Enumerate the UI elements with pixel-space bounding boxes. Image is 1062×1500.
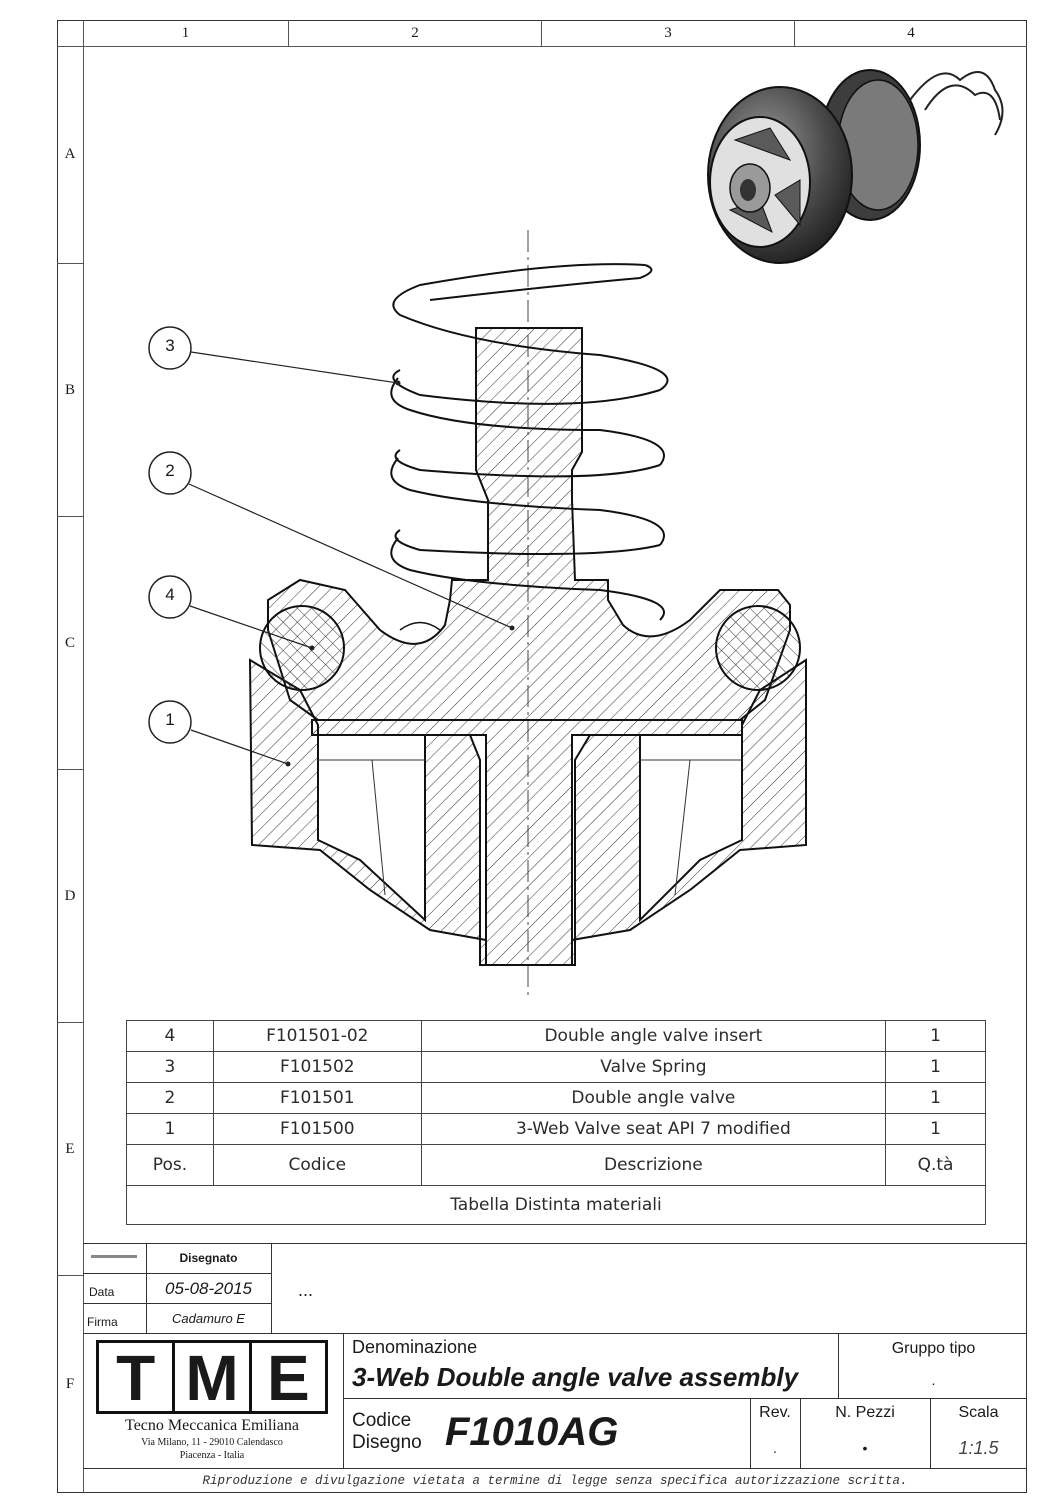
bom-code: F101500	[212, 1113, 422, 1145]
bom-qty: 1	[885, 1051, 986, 1083]
insert-left	[259, 605, 345, 691]
scale-value: 1:1.5	[958, 1438, 999, 1458]
company-address-1: Via Milano, 11 - 29010 Calendasco	[141, 1437, 283, 1448]
valve-section-drawing	[148, 69, 1004, 1000]
zone-col-4: 4	[907, 25, 915, 41]
bom-code: F101501	[212, 1082, 422, 1114]
bom-header-code: Codice	[212, 1144, 422, 1186]
table-row: 1 F101500 3-Web Valve seat API 7 modifie…	[126, 1113, 986, 1145]
group-label: Gruppo tipo	[891, 1340, 976, 1357]
drawn-line-icon	[91, 1255, 137, 1258]
company-logo: T M E	[96, 1340, 328, 1414]
divider-logo	[343, 1333, 344, 1468]
bom-header-qty: Q.tà	[885, 1144, 986, 1186]
bom-desc: Double angle valve insert	[420, 1020, 887, 1052]
zone-col-3: 3	[542, 20, 795, 46]
drawn-box: Disegnato Data 05-08-2015 Firma Cadamuro…	[83, 1243, 272, 1333]
zone-row-d: D	[57, 770, 83, 1023]
valve-seat-right	[571, 658, 807, 966]
divider-code-row	[343, 1398, 1027, 1399]
titleblock-mid-line	[83, 1333, 1027, 1334]
sign-label: Firma	[87, 1315, 118, 1329]
table-row: 4 F101501-02 Double angle valve insert 1	[126, 1020, 986, 1052]
bom-qty: 1	[885, 1113, 986, 1145]
drawing-frame	[57, 20, 1027, 1493]
bom-qty: 1	[885, 1082, 986, 1114]
logo-letter-m: M	[175, 1343, 252, 1413]
zone-left-divider	[83, 20, 84, 1493]
logo-letter-t: T	[99, 1343, 176, 1413]
zone-row-a: A	[57, 46, 83, 264]
valve-spring	[390, 263, 669, 621]
bom-desc: 3-Web Valve seat API 7 modified	[420, 1113, 887, 1145]
titleblock-bottom-line	[83, 1468, 1027, 1469]
bom-pos: 2	[126, 1082, 214, 1114]
zone-top-divider	[57, 46, 1027, 47]
bom-pos: 1	[126, 1113, 214, 1145]
rev-value: .	[773, 1440, 777, 1456]
valve-body	[267, 327, 791, 721]
drawing-code: F1010AG	[445, 1410, 619, 1454]
bom-code: F101501-02	[212, 1020, 422, 1052]
denomination-value: 3-Web Double angle valve assembly	[352, 1362, 799, 1392]
bom-desc: Double angle valve	[420, 1082, 887, 1114]
insert-right	[715, 605, 801, 691]
copyright-notice: Riproduzione e divulgazione vietata a te…	[202, 1474, 908, 1488]
divider-rev	[750, 1398, 751, 1468]
valve-stem-lower	[311, 719, 743, 966]
group-value: .	[931, 1372, 936, 1388]
bom-title-row: Tabella Distinta materiali	[126, 1185, 986, 1225]
balloon-4-label: 4	[165, 585, 175, 604]
bom-header-pos: Pos.	[126, 1144, 214, 1186]
valve-seat-left	[248, 658, 487, 966]
scale-label: Scala	[958, 1404, 999, 1421]
divider-group	[838, 1333, 839, 1398]
bom-header-row: Pos. Codice Descrizione Q.tà	[126, 1144, 986, 1186]
balloon-2-label: 2	[165, 461, 175, 480]
table-row: 3 F101502 Valve Spring 1	[126, 1051, 986, 1083]
denomination-label: Denominazione	[352, 1337, 478, 1357]
pieces-label: N. Pezzi	[835, 1404, 895, 1421]
ellipsis-note: ...	[298, 1280, 314, 1300]
bom-title: Tabella Distinta materiali	[126, 1185, 986, 1225]
pieces-value: •	[862, 1440, 868, 1456]
divider-scale	[930, 1398, 931, 1468]
balloon-2	[148, 451, 515, 631]
code-label-1: Codice	[352, 1410, 412, 1431]
bom-pos: 4	[126, 1020, 214, 1052]
zone-col-2: 2	[289, 20, 542, 46]
bom-code: F101502	[212, 1051, 422, 1083]
balloon-3-label: 3	[165, 336, 175, 355]
bom-qty: 1	[885, 1020, 986, 1052]
bom-header-desc: Descrizione	[420, 1144, 887, 1186]
titleblock-top-line	[83, 1243, 1027, 1244]
date-value: 05-08-2015	[165, 1279, 252, 1298]
sign-value: Cadamuro E	[172, 1311, 245, 1326]
zone-row-b: B	[57, 264, 83, 517]
zone-row-f: F	[65, 1376, 75, 1392]
rev-label: Rev.	[759, 1404, 791, 1421]
divider-pieces	[800, 1398, 801, 1468]
bom-pos: 3	[126, 1051, 214, 1083]
logo-letter-e: E	[266, 1342, 310, 1414]
balloon-4	[148, 575, 315, 651]
company-name: Tecno Meccanica Emiliana	[125, 1417, 299, 1434]
table-row: 2 F101501 Double angle valve 1	[126, 1082, 986, 1114]
balloon-1	[148, 700, 291, 767]
bom-desc: Valve Spring	[420, 1051, 887, 1083]
isometric-view	[707, 69, 1004, 264]
zone-row-c: C	[57, 517, 83, 770]
drawn-label: Disegnato	[179, 1251, 238, 1265]
zone-row-e: E	[57, 1023, 83, 1276]
zone-col-1: 1	[83, 20, 289, 46]
balloon-1-label: 1	[165, 710, 175, 729]
company-address-2: Piacenza - Italia	[179, 1450, 245, 1461]
code-label-2: Disegno	[352, 1432, 422, 1453]
bom-table: 4 F101501-02 Double angle valve insert 1…	[126, 1020, 986, 1225]
date-label: Data	[89, 1285, 115, 1299]
balloon-3	[148, 326, 401, 386]
